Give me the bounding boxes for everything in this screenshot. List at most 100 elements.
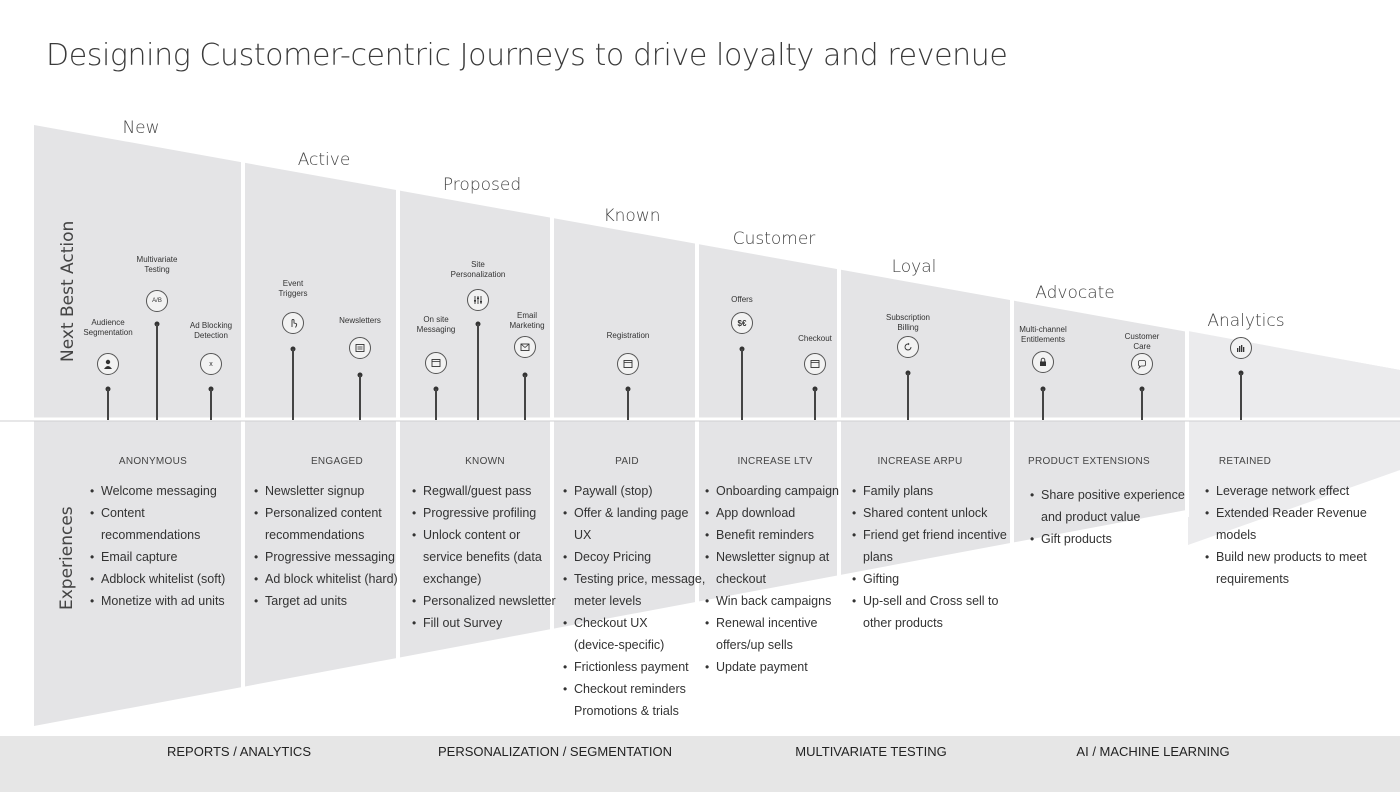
- action-label-onsite-messaging: On site Messaging: [416, 315, 456, 334]
- stage-advocate: Advocate: [1035, 283, 1115, 303]
- experience-item-continuation: meter levels: [574, 594, 642, 608]
- action-label-site-personalization: Site Personalization: [450, 260, 506, 279]
- action-label-checkout: Checkout: [798, 334, 832, 343]
- experience-item: Gifting: [852, 568, 1007, 590]
- experience-item-continuation: models: [1216, 528, 1257, 542]
- experience-item: Newsletter signup: [254, 480, 398, 502]
- newsletter-icon: [349, 337, 371, 359]
- stage-proposed: Proposed: [442, 175, 522, 195]
- experience-item: Checkout UX: [563, 612, 705, 634]
- lock-icon: [1032, 351, 1054, 373]
- column-heading-product-extensions: PRODUCT EXTENSIONS: [1028, 456, 1150, 467]
- experience-item-continuation: service benefits (data: [423, 550, 542, 564]
- action-label-email-marketing: Email Marketing: [509, 311, 545, 330]
- action-label-ad-blocking-detection: Ad Blocking Detection: [189, 321, 233, 340]
- column-heading-anonymous: ANONYMOUS: [118, 456, 188, 467]
- experience-item: Offer & landing page: [563, 502, 705, 524]
- experience-item: Testing price, message,: [563, 568, 705, 590]
- ab-glyph: A/B: [152, 298, 162, 304]
- experience-item: Decoy Pricing: [563, 546, 705, 568]
- action-label-event-triggers: Event Triggers: [278, 279, 308, 298]
- experience-item: Benefit reminders: [705, 524, 839, 546]
- experience-item: Onboarding campaign: [705, 480, 839, 502]
- action-stem: [1042, 389, 1044, 420]
- experience-item-continuation: plans: [863, 550, 893, 564]
- chat-icon: [1131, 353, 1153, 375]
- action-stem: [627, 389, 629, 420]
- action-stem: [814, 389, 816, 420]
- column-heading-increase-ltv: INCREASE LTV: [737, 456, 813, 467]
- stage-customer: Customer: [732, 229, 816, 249]
- experience-item-continuation: and product value: [1041, 510, 1141, 524]
- action-label-multivariate-testing: Multivariate Testing: [136, 255, 178, 274]
- action-stem: [524, 375, 526, 420]
- experience-item-continuation: requirements: [1216, 572, 1289, 586]
- action-stem: [741, 349, 743, 420]
- footer-personalization-segmentation: PERSONALIZATION / SEGMENTATION: [437, 744, 673, 759]
- column-heading-paid: PAID: [615, 456, 639, 467]
- action-label-newsletters: Newsletters: [339, 316, 381, 325]
- refresh-icon: [897, 336, 919, 358]
- experience-item: Target ad units: [254, 590, 398, 612]
- currency-icon: $€: [731, 312, 753, 334]
- experience-item: Frictionless payment: [563, 656, 705, 678]
- action-stem: [359, 375, 361, 420]
- experience-item: Extended Reader Revenue: [1205, 502, 1367, 524]
- capabilities-footer: [0, 736, 1400, 792]
- row-label-experiences: Experiences: [57, 506, 77, 610]
- experience-item: Adblock whitelist (soft): [90, 568, 225, 590]
- experience-item: Build new products to meet: [1205, 546, 1367, 568]
- experience-item: Family plans: [852, 480, 1007, 502]
- experience-item-continuation: recommendations: [101, 528, 201, 542]
- row-label-next-best-action: Next Best Action: [58, 220, 78, 362]
- experience-item: Checkout reminders: [563, 678, 705, 700]
- column-heading-increase-arpu: INCREASE ARPU: [877, 456, 963, 467]
- experience-item-continuation: offers/up sells: [716, 638, 793, 652]
- action-stem: [292, 349, 294, 420]
- experience-item: Personalized newsletter: [412, 590, 556, 612]
- sliders-icon: [467, 289, 489, 311]
- stage-active: Active: [297, 150, 351, 170]
- experience-item: Content: [90, 502, 225, 524]
- experience-item: App download: [705, 502, 839, 524]
- experience-item: Unlock content or: [412, 524, 556, 546]
- experience-item: Email capture: [90, 546, 225, 568]
- experience-item: Progressive messaging: [254, 546, 398, 568]
- experience-item: Up-sell and Cross sell to: [852, 590, 1007, 612]
- experience-item-continuation: recommendations: [265, 528, 365, 542]
- user-icon: [97, 353, 119, 375]
- experience-item-continuation: (device-specific): [574, 638, 665, 652]
- block-icon: x: [200, 353, 222, 375]
- action-stem: [907, 373, 909, 420]
- experience-item-continuation: Promotions & trials: [574, 704, 679, 718]
- stage-loyal: Loyal: [891, 257, 937, 277]
- experience-list-engaged: Newsletter signupPersonalized content rec…: [253, 480, 398, 612]
- experience-item: Friend get friend incentive: [852, 524, 1007, 546]
- action-label-offers: Offers: [731, 295, 753, 304]
- action-label-registration: Registration: [606, 331, 650, 340]
- experience-item-continuation: UX: [574, 528, 592, 542]
- action-stem: [156, 324, 158, 420]
- action-stem: [210, 389, 212, 420]
- experience-list-retained: Leverage network effectExtended Reader R…: [1204, 480, 1367, 590]
- experience-item: Gift products: [1030, 528, 1185, 550]
- experience-list-increase-arpu: Family plansShared content unlockFriend …: [851, 480, 1007, 634]
- experience-item: Leverage network effect: [1205, 480, 1367, 502]
- action-stem: [435, 389, 437, 420]
- stage-new: New: [122, 118, 160, 138]
- experience-item: Newsletter signup at: [705, 546, 839, 568]
- action-stem: [477, 324, 479, 420]
- window-icon: [425, 352, 447, 374]
- experience-item: Progressive profiling: [412, 502, 556, 524]
- currency-glyph: $€: [737, 318, 747, 328]
- stage-known: Known: [603, 206, 661, 226]
- column-heading-engaged: ENGAGED: [310, 456, 364, 467]
- experience-item: Personalized content: [254, 502, 398, 524]
- experience-list-paid: Paywall (stop)Offer & landing pageUXDeco…: [562, 480, 705, 722]
- block-glyph: x: [209, 360, 213, 368]
- action-stem: [1141, 389, 1143, 420]
- page-title: Designing Customer-centric Journeys to d…: [46, 38, 1008, 73]
- footer-multivariate-testing: MULTIVARIATE TESTING: [795, 744, 947, 759]
- experience-item-continuation: exchange): [423, 572, 482, 586]
